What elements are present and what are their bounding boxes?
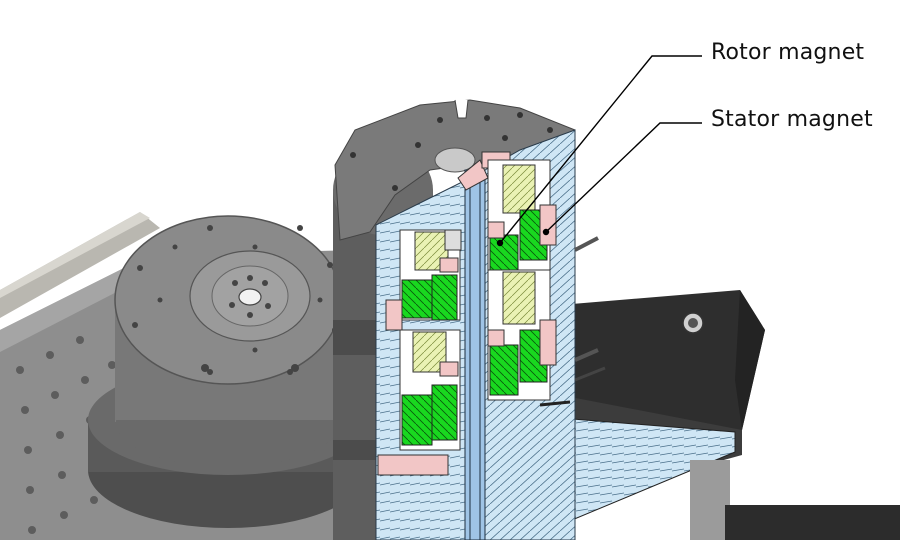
section-view <box>375 129 606 540</box>
guide-rail <box>0 212 160 318</box>
stator-magnet-label: Stator magnet <box>711 107 873 132</box>
mounting-bracket <box>559 290 900 540</box>
rotor-magnet-leader <box>499 55 702 244</box>
rotary-stage <box>88 215 368 528</box>
callout-leaders <box>496 55 702 247</box>
rotor-magnet-label: Rotor magnet <box>711 40 865 65</box>
stator-magnet-leader <box>545 122 702 233</box>
